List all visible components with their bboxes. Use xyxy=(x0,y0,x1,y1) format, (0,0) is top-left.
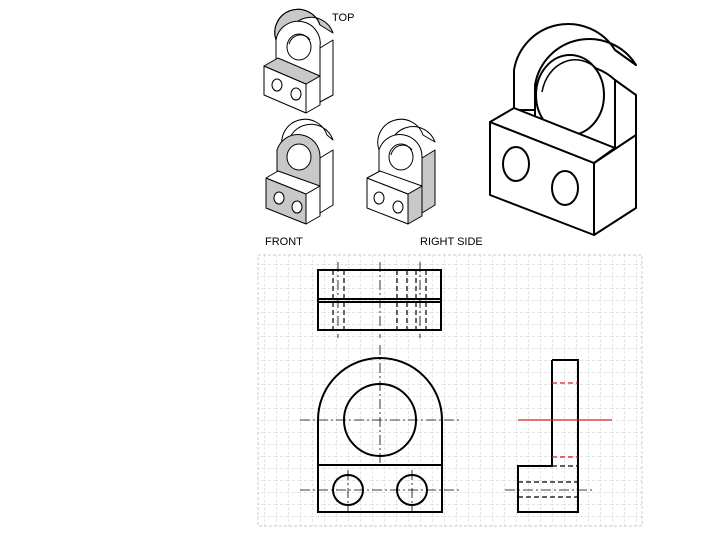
label-top: TOP xyxy=(332,12,355,24)
hidden-lines-highlight xyxy=(518,382,612,458)
grid-paper xyxy=(257,254,643,527)
label-front: FRONT xyxy=(265,236,303,248)
ortho-top-view xyxy=(317,262,442,338)
iso-view-right-side xyxy=(366,118,436,225)
iso-view-top xyxy=(263,8,334,114)
iso-view-front xyxy=(265,118,334,225)
iso-view-large xyxy=(489,23,637,236)
ortho-front-view xyxy=(300,345,460,513)
label-right-side: RIGHT SIDE xyxy=(420,236,483,248)
ortho-right-side-view xyxy=(505,359,612,513)
